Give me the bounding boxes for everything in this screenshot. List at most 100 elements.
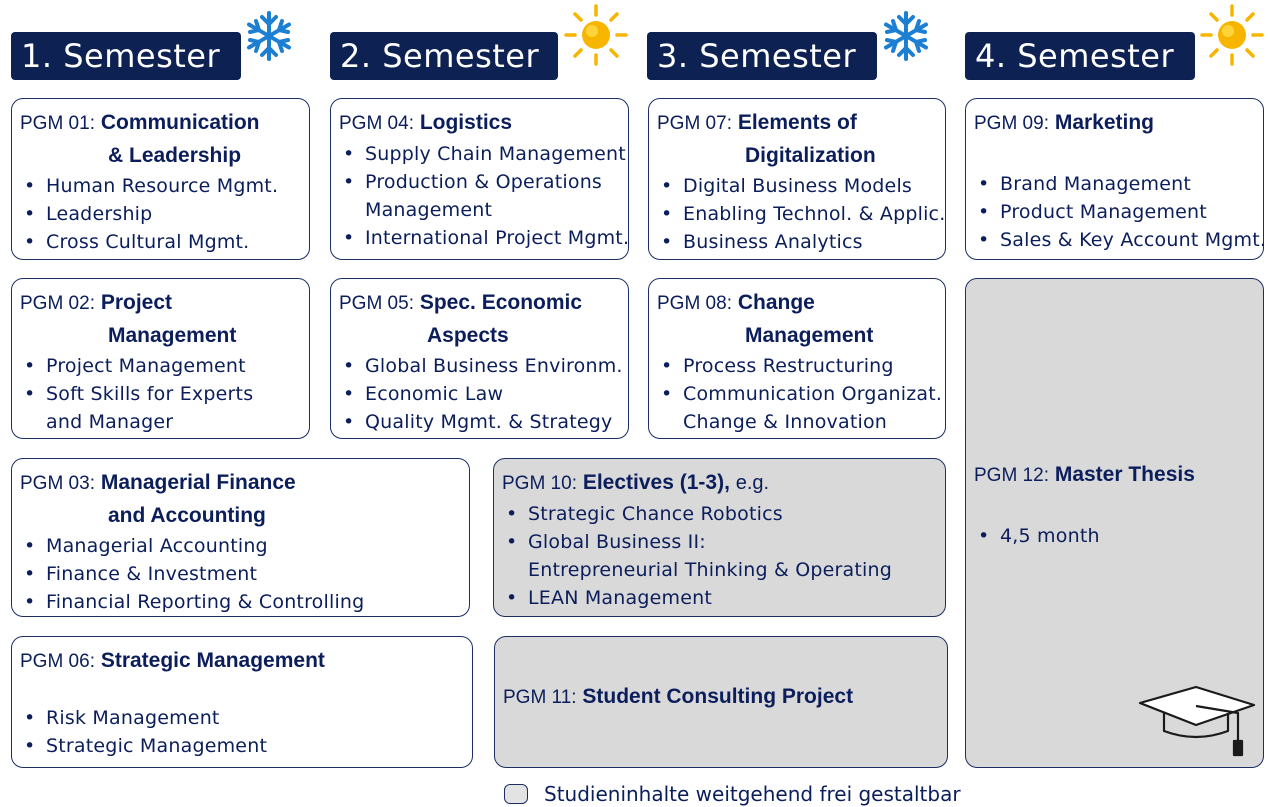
list-item: •Human Resource Mgmt. — [24, 175, 279, 197]
module-name-cont: and Accounting — [108, 504, 266, 527]
module-name-cont: Management — [108, 324, 237, 347]
module-items: •Process Restructuring •Communication Or… — [657, 352, 943, 436]
module-title: PGM 06: Strategic Management — [20, 645, 464, 678]
semester-label: 2. Semester — [340, 37, 540, 75]
module-items: •Supply Chain Management •Production & O… — [339, 140, 630, 252]
module-code: PGM 09: — [974, 113, 1049, 134]
module-code: PGM 03: — [20, 473, 95, 494]
list-item: •Cross Cultural Mgmt. — [24, 231, 250, 253]
module-name-cont: Digitalization — [745, 144, 876, 167]
module-name: Change — [737, 291, 815, 314]
list-item: •Process Restructuring — [661, 355, 894, 377]
list-item: •International Project Mgmt. — [343, 227, 630, 249]
list-item: •Sales & Key Account Mgmt. — [978, 229, 1267, 251]
list-item: •Quality Mgmt. & Strategy — [343, 411, 613, 433]
module-name: Strategic Management — [100, 649, 325, 672]
module-pgm08: PGM 08: Change Management •Process Restr… — [648, 278, 946, 439]
module-code: PGM 02: — [20, 293, 95, 314]
list-item-continuation: Change & Innovation — [683, 411, 888, 433]
snowflake-icon — [884, 11, 928, 61]
module-code: PGM 04: — [339, 113, 414, 134]
module-name: Communication — [100, 111, 260, 134]
module-title: PGM 01: Communication — [20, 107, 301, 140]
module-code: PGM 12: — [974, 465, 1049, 486]
module-items: •Global Business Environm. •Economic Law… — [339, 352, 623, 436]
module-name: Electives (1-3), — [582, 471, 730, 494]
module-name: Marketing — [1054, 111, 1155, 134]
list-item: •Digital Business Models — [661, 175, 913, 197]
module-items: •Digital Business Models •Enabling Techn… — [657, 172, 946, 256]
module-name: Master Thesis — [1054, 463, 1195, 486]
sun-icon — [1200, 4, 1264, 66]
module-title: PGM 12: Master Thesis — [974, 459, 1255, 492]
semester-label: 4. Semester — [975, 37, 1175, 75]
list-item: •Managerial Accounting — [24, 535, 268, 557]
list-item: •Finance & Investment — [24, 563, 258, 585]
list-item: •Production & Operations — [343, 171, 603, 193]
list-item: •Global Business Environm. — [343, 355, 623, 377]
module-name-cont: & Leadership — [108, 144, 242, 167]
semester-4-header: 4. Semester — [965, 32, 1195, 80]
list-item: •Enabling Technol. & Applic. — [661, 203, 946, 225]
list-item: •Brand Management — [978, 173, 1191, 195]
module-pgm02: PGM 02: Project Management •Project Mana… — [11, 278, 310, 439]
module-code: PGM 10: — [502, 473, 577, 494]
list-item: •Strategic Management — [24, 735, 268, 757]
module-items: •Managerial Accounting •Finance & Invest… — [20, 532, 461, 616]
module-title: PGM 04: Logistics — [339, 107, 620, 140]
module-pgm11: PGM 11: Student Consulting Project — [494, 636, 948, 768]
module-pgm03: PGM 03: Managerial Finance and Accountin… — [11, 458, 470, 617]
list-item: •Communication Organizat. — [661, 383, 943, 405]
semester-label: 1. Semester — [21, 37, 221, 75]
semester-2-header: 2. Semester — [330, 32, 558, 80]
module-name: Spec. Economic — [419, 291, 583, 314]
list-item: •Business Analytics — [661, 231, 863, 253]
list-item: •Financial Reporting & Controlling — [24, 591, 365, 613]
list-item: •Leadership — [24, 203, 153, 225]
list-item: •4,5 month — [978, 525, 1100, 547]
sun-icon — [564, 4, 628, 66]
list-item: •Project Management — [24, 355, 246, 377]
module-title: PGM 08: Change — [657, 287, 937, 320]
legend-text: Studieninhalte weitgehend frei gestaltba… — [544, 782, 961, 806]
module-name-cont: Aspects — [427, 324, 509, 347]
module-name: Student Consulting Project — [582, 685, 854, 708]
snowflake-icon — [247, 11, 291, 61]
module-code: PGM 11: — [503, 687, 577, 708]
list-item: •Risk Management — [24, 707, 220, 729]
module-pgm09: PGM 09: Marketing •Brand Management •Pro… — [965, 98, 1267, 260]
module-pgm01: PGM 01: Communication & Leadership •Huma… — [11, 98, 310, 260]
list-item: •Soft Skills for Experts — [24, 383, 254, 405]
module-name: Logistics — [419, 111, 513, 134]
module-pgm07: PGM 07: Elements of Digitalization •Digi… — [648, 98, 946, 260]
list-item: •Product Management — [978, 201, 1207, 223]
module-items: •Brand Management •Product Management •S… — [974, 170, 1267, 254]
semester-label: 3. Semester — [657, 37, 857, 75]
graduation-cap-icon — [1138, 685, 1256, 757]
list-item-continuation: Management — [365, 199, 493, 221]
module-items: •Human Resource Mgmt. •Leadership •Cross… — [20, 172, 301, 256]
module-title: PGM 07: Elements of — [657, 107, 937, 140]
module-items: •Strategic Chance Robotics •Global Busin… — [502, 500, 937, 612]
module-name: Elements of — [737, 111, 857, 134]
semester-3-header: 3. Semester — [647, 32, 877, 80]
module-code: PGM 01: — [20, 113, 95, 134]
list-item-continuation: Entrepreneurial Thinking & Operating — [528, 559, 892, 581]
list-item-continuation: and Manager — [46, 411, 174, 433]
module-items: •4,5 month — [974, 522, 1255, 550]
module-pgm06: PGM 06: Strategic Management •Risk Manag… — [11, 636, 473, 768]
module-pgm04: PGM 04: Logistics •Supply Chain Manageme… — [330, 98, 629, 260]
module-code: PGM 07: — [657, 113, 732, 134]
module-title: PGM 10: Electives (1-3), e.g. — [502, 467, 937, 500]
list-item: •Economic Law — [343, 383, 504, 405]
list-item: •Supply Chain Management — [343, 143, 626, 165]
module-title: PGM 05: Spec. Economic — [339, 287, 620, 320]
list-item: •Global Business II: — [506, 531, 706, 553]
module-title: PGM 03: Managerial Finance — [20, 467, 461, 500]
module-pgm12: PGM 12: Master Thesis •4,5 month — [965, 278, 1264, 768]
list-item: •LEAN Management — [506, 587, 713, 609]
module-code: PGM 08: — [657, 293, 732, 314]
module-title: PGM 02: Project — [20, 287, 301, 320]
legend-swatch — [504, 784, 528, 804]
module-pgm10: PGM 10: Electives (1-3), e.g. •Strategic… — [493, 458, 946, 617]
